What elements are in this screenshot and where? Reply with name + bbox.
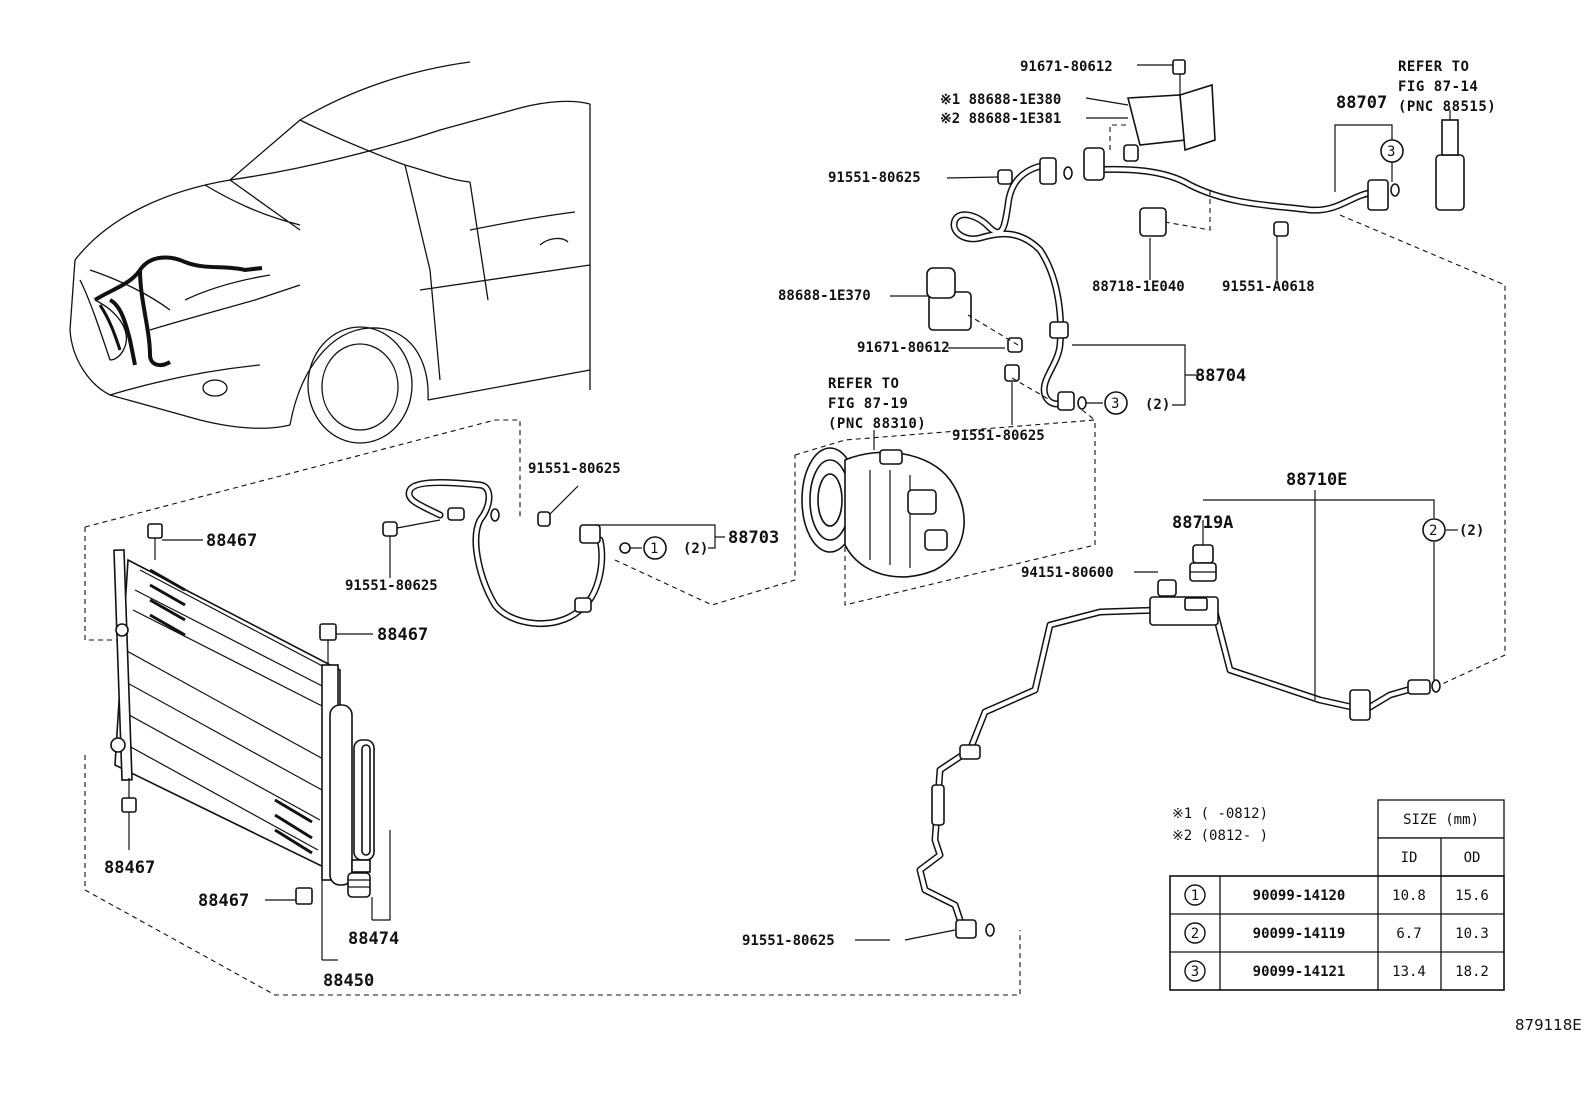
label-91551-80625-d: 91551-80625: [345, 578, 438, 594]
pipe-88707: [926, 59, 1465, 382]
table-row-mark: 3: [1191, 964, 1199, 980]
label-91671-80612-mid: 91671-80612: [857, 340, 950, 356]
refer-87-14-line1: REFER TO: [1398, 59, 1469, 75]
label-88710e: 88710E: [1286, 470, 1347, 490]
svg-text:3: 3: [1387, 144, 1395, 160]
table-row-mark: 2: [1191, 926, 1199, 942]
table-row-part: 90099-14119: [1253, 926, 1346, 942]
svg-text:2: 2: [1429, 523, 1437, 539]
compressor: [794, 419, 1096, 606]
marker-2-88710e: 2: [1422, 518, 1446, 542]
condenser-88450: [110, 523, 375, 905]
refer-87-14-line2: FIG 87-14: [1398, 79, 1478, 95]
label-88688-1e370: 88688-1E370: [778, 288, 871, 304]
label-91551-a0618: 91551-A0618: [1222, 279, 1315, 295]
circled-markers: 1 3 3 2: [643, 139, 1446, 560]
table-row-part: 90099-14121: [1253, 964, 1346, 980]
label-91551-80625-e: 91551-80625: [742, 933, 835, 949]
refer-87-14-line3: (PNC 88515): [1398, 99, 1496, 115]
table-row-part: 90099-14120: [1253, 888, 1346, 904]
label-91551-80625-a: 91551-80625: [828, 170, 921, 186]
label-88467-a: 88467: [206, 531, 257, 551]
table-row: 1 90099-14120 10.8 15.6: [1184, 884, 1489, 906]
marker-3-88704: 3: [1104, 391, 1128, 415]
table-row-od: 15.6: [1455, 888, 1489, 904]
figure-id: 879118E: [1515, 1016, 1582, 1034]
label-91551-80625-b: 91551-80625: [952, 428, 1045, 444]
label-88704: 88704: [1195, 366, 1246, 386]
o-ring-size-table: SIZE (mm) ID OD 1 90099-14120 10.8 15.6 …: [1169, 799, 1505, 991]
label-88474: 88474: [348, 929, 399, 949]
table-row-od: 10.3: [1455, 926, 1489, 942]
note-2: ※2 (0812- ): [1172, 828, 1268, 844]
table-header-id: ID: [1401, 850, 1418, 866]
label-88703-qty: (2): [683, 541, 708, 557]
refer-87-19-line1: REFER TO: [828, 376, 899, 392]
label-88718-1e040: 88718-1E040: [1092, 279, 1185, 295]
note-1: ※1 ( -0812): [1172, 806, 1268, 822]
svg-text:1: 1: [650, 541, 658, 557]
table-header-od: OD: [1464, 850, 1481, 866]
table-row-mark: 1: [1191, 888, 1199, 904]
table-row-id: 10.8: [1392, 888, 1426, 904]
label-88704-qty: (2): [1145, 397, 1170, 413]
table-header-size: SIZE (mm): [1403, 812, 1479, 828]
label-91671-80612-top: 91671-80612: [1020, 59, 1113, 75]
hose-88703: [382, 479, 631, 628]
vehicle-illustration: [69, 61, 591, 444]
table-row: 3 90099-14121 13.4 18.2: [1184, 960, 1489, 982]
label-88707: 88707: [1336, 93, 1387, 113]
svg-text:3: 3: [1111, 396, 1119, 412]
label-88467-c: 88467: [104, 858, 155, 878]
label-88710e-qty: (2): [1459, 523, 1484, 539]
table-row-id: 13.4: [1392, 964, 1426, 980]
label-88467-b: 88467: [377, 625, 428, 645]
table-row: 2 90099-14119 6.7 10.3: [1184, 922, 1489, 944]
hose-88704: [950, 157, 1087, 411]
refer-87-19-line3: (PNC 88310): [828, 416, 926, 432]
label-88467-d: 88467: [198, 891, 249, 911]
table-row-od: 18.2: [1455, 964, 1489, 980]
label-88703: 88703: [728, 528, 779, 548]
marker-1-88703: 1: [643, 536, 667, 560]
serial-notes: ※1 ( -0812) ※2 (0812- ): [1172, 806, 1268, 844]
label-88719a: 88719A: [1172, 513, 1233, 533]
label-88688-1e381: ※2 88688-1E381: [940, 111, 1061, 127]
refer-87-19-line2: FIG 87-19: [828, 396, 908, 412]
label-91551-80625-c: 91551-80625: [528, 461, 621, 477]
label-88688-1e380: ※1 88688-1E380: [940, 92, 1061, 108]
table-row-id: 6.7: [1396, 926, 1421, 942]
part-labels: 91671-80612 ※1 88688-1E380 ※2 88688-1E38…: [104, 59, 1582, 1034]
label-94151-80600: 94151-80600: [1021, 565, 1114, 581]
marker-3-88707: 3: [1380, 139, 1404, 163]
label-88450: 88450: [323, 971, 374, 991]
